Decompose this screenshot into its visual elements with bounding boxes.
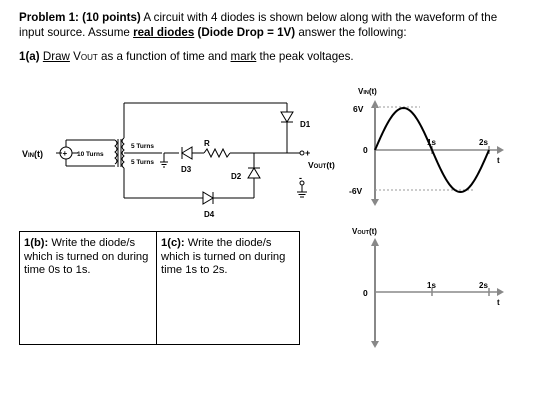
part-a-text: as a function of time and xyxy=(97,50,231,63)
part-b-label: 1(b): xyxy=(24,237,49,249)
part-b-box[interactable]: 1(b): Write the diode/s which is turned … xyxy=(24,237,154,278)
d2-label: D2 xyxy=(231,172,242,181)
vin-t-axis: t xyxy=(497,156,500,165)
real-diodes-text: real diodes xyxy=(133,26,195,39)
vin-sine-wave xyxy=(374,106,490,194)
problem-label: Problem 1: xyxy=(19,11,79,24)
vin-t2-label: 2s xyxy=(479,138,488,147)
vout-t2-label: 2s xyxy=(479,281,488,290)
vout-t-c: (t) xyxy=(326,160,335,170)
vout-graph xyxy=(371,238,504,348)
diode-d2 xyxy=(247,167,261,179)
vout-v: V xyxy=(69,50,81,63)
answer-boxes: 1(b): Write the diode/s which is turned … xyxy=(19,231,300,345)
vin-label: VIN(t) xyxy=(22,149,43,159)
go-t: (t) xyxy=(369,227,377,236)
problem-text-2: answer the following: xyxy=(295,26,407,39)
vout-zero-label: 0 xyxy=(363,288,368,298)
secondary-coil xyxy=(121,137,125,169)
pos-peak-label: 6V xyxy=(353,104,364,114)
vin-t: (t) xyxy=(34,149,43,159)
primary-turns-label: 10 Turns xyxy=(77,151,104,158)
diode-d1 xyxy=(280,111,294,123)
vout-sub: OUT xyxy=(80,53,98,62)
vout-graph-label: VOUT(t) xyxy=(352,227,377,236)
primary-coil xyxy=(114,139,118,165)
diode-d4 xyxy=(202,191,214,205)
vout-sub-c: OUT xyxy=(314,164,327,170)
diode-d3 xyxy=(181,146,193,160)
neg-peak-label: -6V xyxy=(349,186,363,196)
vout-plus: + xyxy=(305,148,310,158)
box-divider xyxy=(156,232,157,344)
gi-v: V xyxy=(358,87,364,96)
gi-sub: IN xyxy=(363,90,369,96)
part-a-statement: 1(a) Draw VOUT as a function of time and… xyxy=(19,50,354,63)
part-c-box[interactable]: 1(c): Write the diode/s which is turned … xyxy=(161,237,296,278)
resistor-r xyxy=(203,147,231,159)
bottom-turns-label: 5 Turns xyxy=(131,159,154,166)
part-c-label: 1(c): xyxy=(161,237,185,249)
part-a-tail: the peak voltages. xyxy=(256,50,354,63)
go-v: V xyxy=(352,227,358,236)
vin-v: V xyxy=(22,149,28,159)
part-b-text: Write the diode/s which is turned on dur… xyxy=(24,237,149,276)
problem-statement: Problem 1: (10 points) A circuit with 4 … xyxy=(19,10,524,40)
draw-word: Draw xyxy=(42,50,70,63)
top-turns-label: 5 Turns xyxy=(131,143,154,150)
vin-sub: IN xyxy=(28,153,34,159)
vout-t-axis: t xyxy=(497,298,500,307)
vout-t1-label: 1s xyxy=(427,281,436,290)
r-label: R xyxy=(204,139,210,148)
diode-drop-text: (Diode Drop = 1V) xyxy=(194,26,296,39)
problem-points: (10 points) xyxy=(82,11,141,24)
gi-t: (t) xyxy=(369,87,377,96)
d3-label: D3 xyxy=(181,165,192,174)
d4-label: D4 xyxy=(204,210,215,219)
vout-v-c: V xyxy=(308,160,314,170)
vin-graph xyxy=(371,100,504,206)
d1-label: D1 xyxy=(300,120,311,129)
part-a-label: 1(a) xyxy=(19,50,40,63)
go-sub: OUT xyxy=(357,230,369,236)
vin-t1-label: 1s xyxy=(427,138,436,147)
vin-graph-label: VIN(t) xyxy=(358,87,377,96)
source-plus: + xyxy=(63,149,68,158)
vout-minus: - xyxy=(299,173,302,183)
problem-text-1: A circuit with 4 diodes is shown below a… xyxy=(19,11,498,39)
vin-zero-label: 0 xyxy=(363,145,368,155)
part-c-text: Write the diode/s which is turned on dur… xyxy=(161,237,286,276)
vout-label: VOUT(t) xyxy=(308,160,335,170)
mark-word: mark xyxy=(230,50,257,63)
